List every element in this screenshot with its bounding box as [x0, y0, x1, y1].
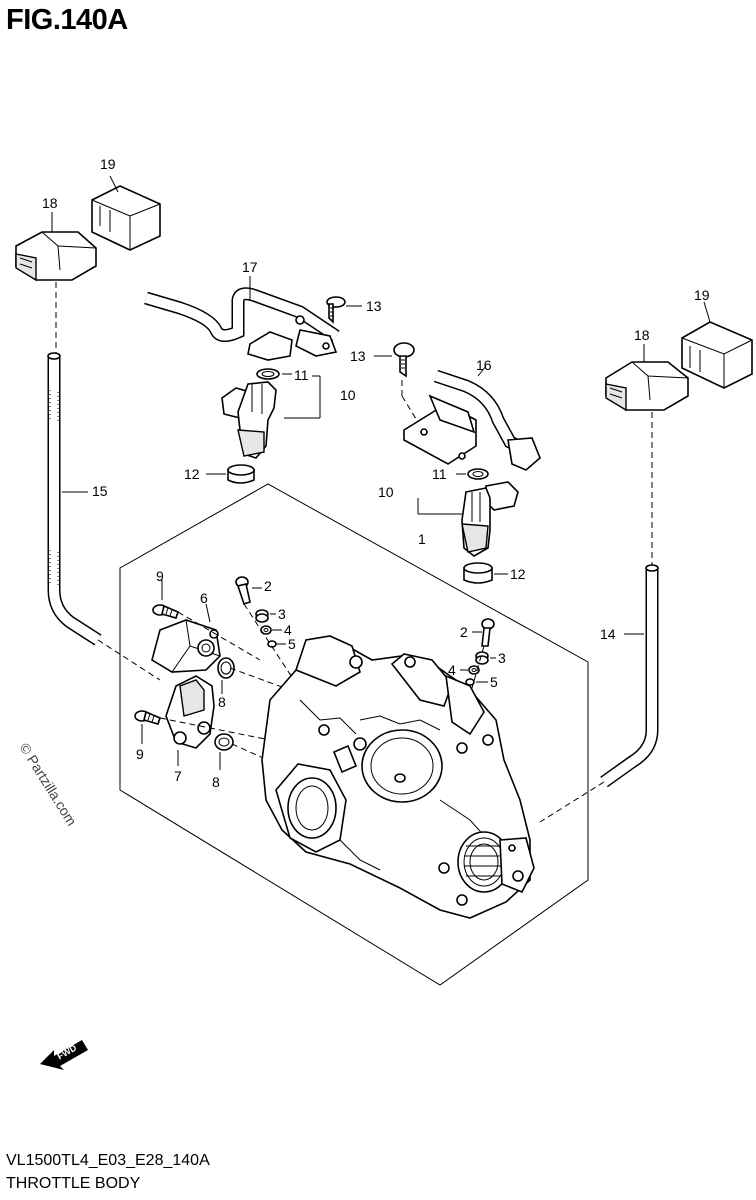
fuel-pipe-17[interactable] — [144, 287, 340, 361]
callout-4-right: 4 — [448, 662, 456, 678]
callout-19-left: 19 — [100, 156, 116, 172]
fuel-pipe-16[interactable] — [403, 369, 541, 471]
callout-6: 6 — [200, 590, 208, 606]
o-ring-11-right[interactable] — [467, 468, 489, 480]
injector-10-right[interactable] — [461, 481, 519, 557]
callout-4-left: 4 — [284, 622, 292, 638]
callout-3-left: 3 — [278, 606, 286, 622]
callout-12-right: 12 — [510, 566, 526, 582]
screw-9-lower[interactable] — [134, 710, 161, 725]
callout-18-right: 18 — [634, 327, 650, 343]
callout-5-left: 5 — [288, 636, 296, 652]
sensor-7[interactable] — [165, 675, 215, 749]
o-ring-11-left[interactable] — [256, 368, 280, 380]
insulator-12-right[interactable] — [463, 562, 493, 584]
callout-2-left: 2 — [264, 578, 272, 594]
fwd-arrow: FWD — [40, 1040, 88, 1070]
injector-10-left[interactable] — [221, 381, 277, 459]
callout-12-left: 12 — [184, 466, 200, 482]
callout-10-right: 10 — [378, 484, 394, 500]
o-ring-8-lower[interactable] — [214, 733, 234, 751]
throttle-drum[interactable] — [457, 831, 535, 894]
hose-14[interactable] — [600, 564, 659, 788]
callout-16: 16 — [476, 357, 492, 373]
hose-15[interactable] — [47, 352, 102, 646]
callout-13-upper: 13 — [366, 298, 382, 314]
callout-19-right: 19 — [694, 287, 710, 303]
o-ring-5-right[interactable] — [465, 678, 475, 686]
sensor-18-right[interactable] — [605, 361, 689, 412]
callout-18-left: 18 — [42, 195, 58, 211]
model-code: VL1500TL4_E03_E28_140A — [6, 1152, 210, 1169]
cap-19-right[interactable] — [681, 321, 753, 389]
section-name: THROTTLE BODY — [6, 1175, 141, 1192]
washer-4-right[interactable] — [468, 665, 480, 675]
callout-17: 17 — [242, 259, 258, 275]
callout-9-upper: 9 — [156, 568, 164, 584]
screw-9-upper[interactable] — [152, 604, 179, 619]
callout-9-lower: 9 — [136, 746, 144, 762]
callout-1: 1 — [418, 531, 426, 547]
spring-3-left[interactable] — [255, 609, 269, 623]
callout-14: 14 — [600, 626, 616, 642]
sensor-6[interactable] — [151, 619, 221, 673]
spring-3-right[interactable] — [475, 651, 489, 665]
figure-title: FIG.140A — [6, 4, 128, 36]
o-ring-8-upper[interactable] — [217, 657, 235, 679]
screw-2-left[interactable] — [235, 576, 251, 606]
insulator-12-left[interactable] — [227, 464, 255, 484]
callout-15: 15 — [92, 483, 108, 499]
callout-2-right: 2 — [460, 624, 468, 640]
screw-13-upper[interactable] — [326, 296, 346, 324]
callout-11-right: 11 — [432, 466, 447, 482]
callout-10-left: 10 — [340, 387, 356, 403]
callout-13-right: 13 — [350, 348, 366, 364]
callout-8-lower: 8 — [212, 774, 220, 790]
sensor-18-left[interactable] — [15, 231, 97, 282]
callout-8-upper: 8 — [218, 694, 226, 710]
assembly-outline — [119, 483, 589, 986]
callout-11-left: 11 — [294, 367, 309, 383]
screw-13-right[interactable] — [393, 342, 415, 378]
callout-7: 7 — [174, 768, 182, 784]
screw-2-right[interactable] — [481, 618, 495, 647]
callout-5-right: 5 — [490, 674, 498, 690]
cap-19-left[interactable] — [91, 185, 161, 251]
callout-3-right: 3 — [498, 650, 506, 666]
